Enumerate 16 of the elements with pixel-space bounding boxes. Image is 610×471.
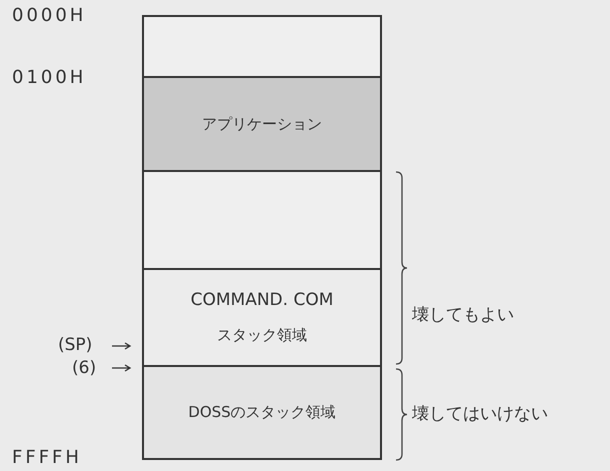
block-label: COMMAND. COM (190, 290, 334, 310)
memory-block (142, 367, 382, 460)
memory-block (142, 15, 382, 78)
address-label: 0000H (12, 6, 86, 26)
memory-block (142, 172, 382, 270)
memory-block (142, 78, 382, 172)
memory-block (142, 270, 382, 367)
address-label: 0100H (12, 68, 86, 88)
address-label: FFFFH (12, 448, 82, 468)
block-label: スタック領域 (217, 326, 307, 345)
block-label: アプリケーション (202, 114, 322, 134)
pointer-label: (SP) (58, 335, 92, 355)
bracket-label: 壊してもよい (412, 305, 514, 325)
pointer-label: (6) (72, 358, 96, 378)
bracket-label: 壊してはいけない (412, 404, 548, 424)
block-label: DOSSのスタック領域 (188, 403, 336, 422)
